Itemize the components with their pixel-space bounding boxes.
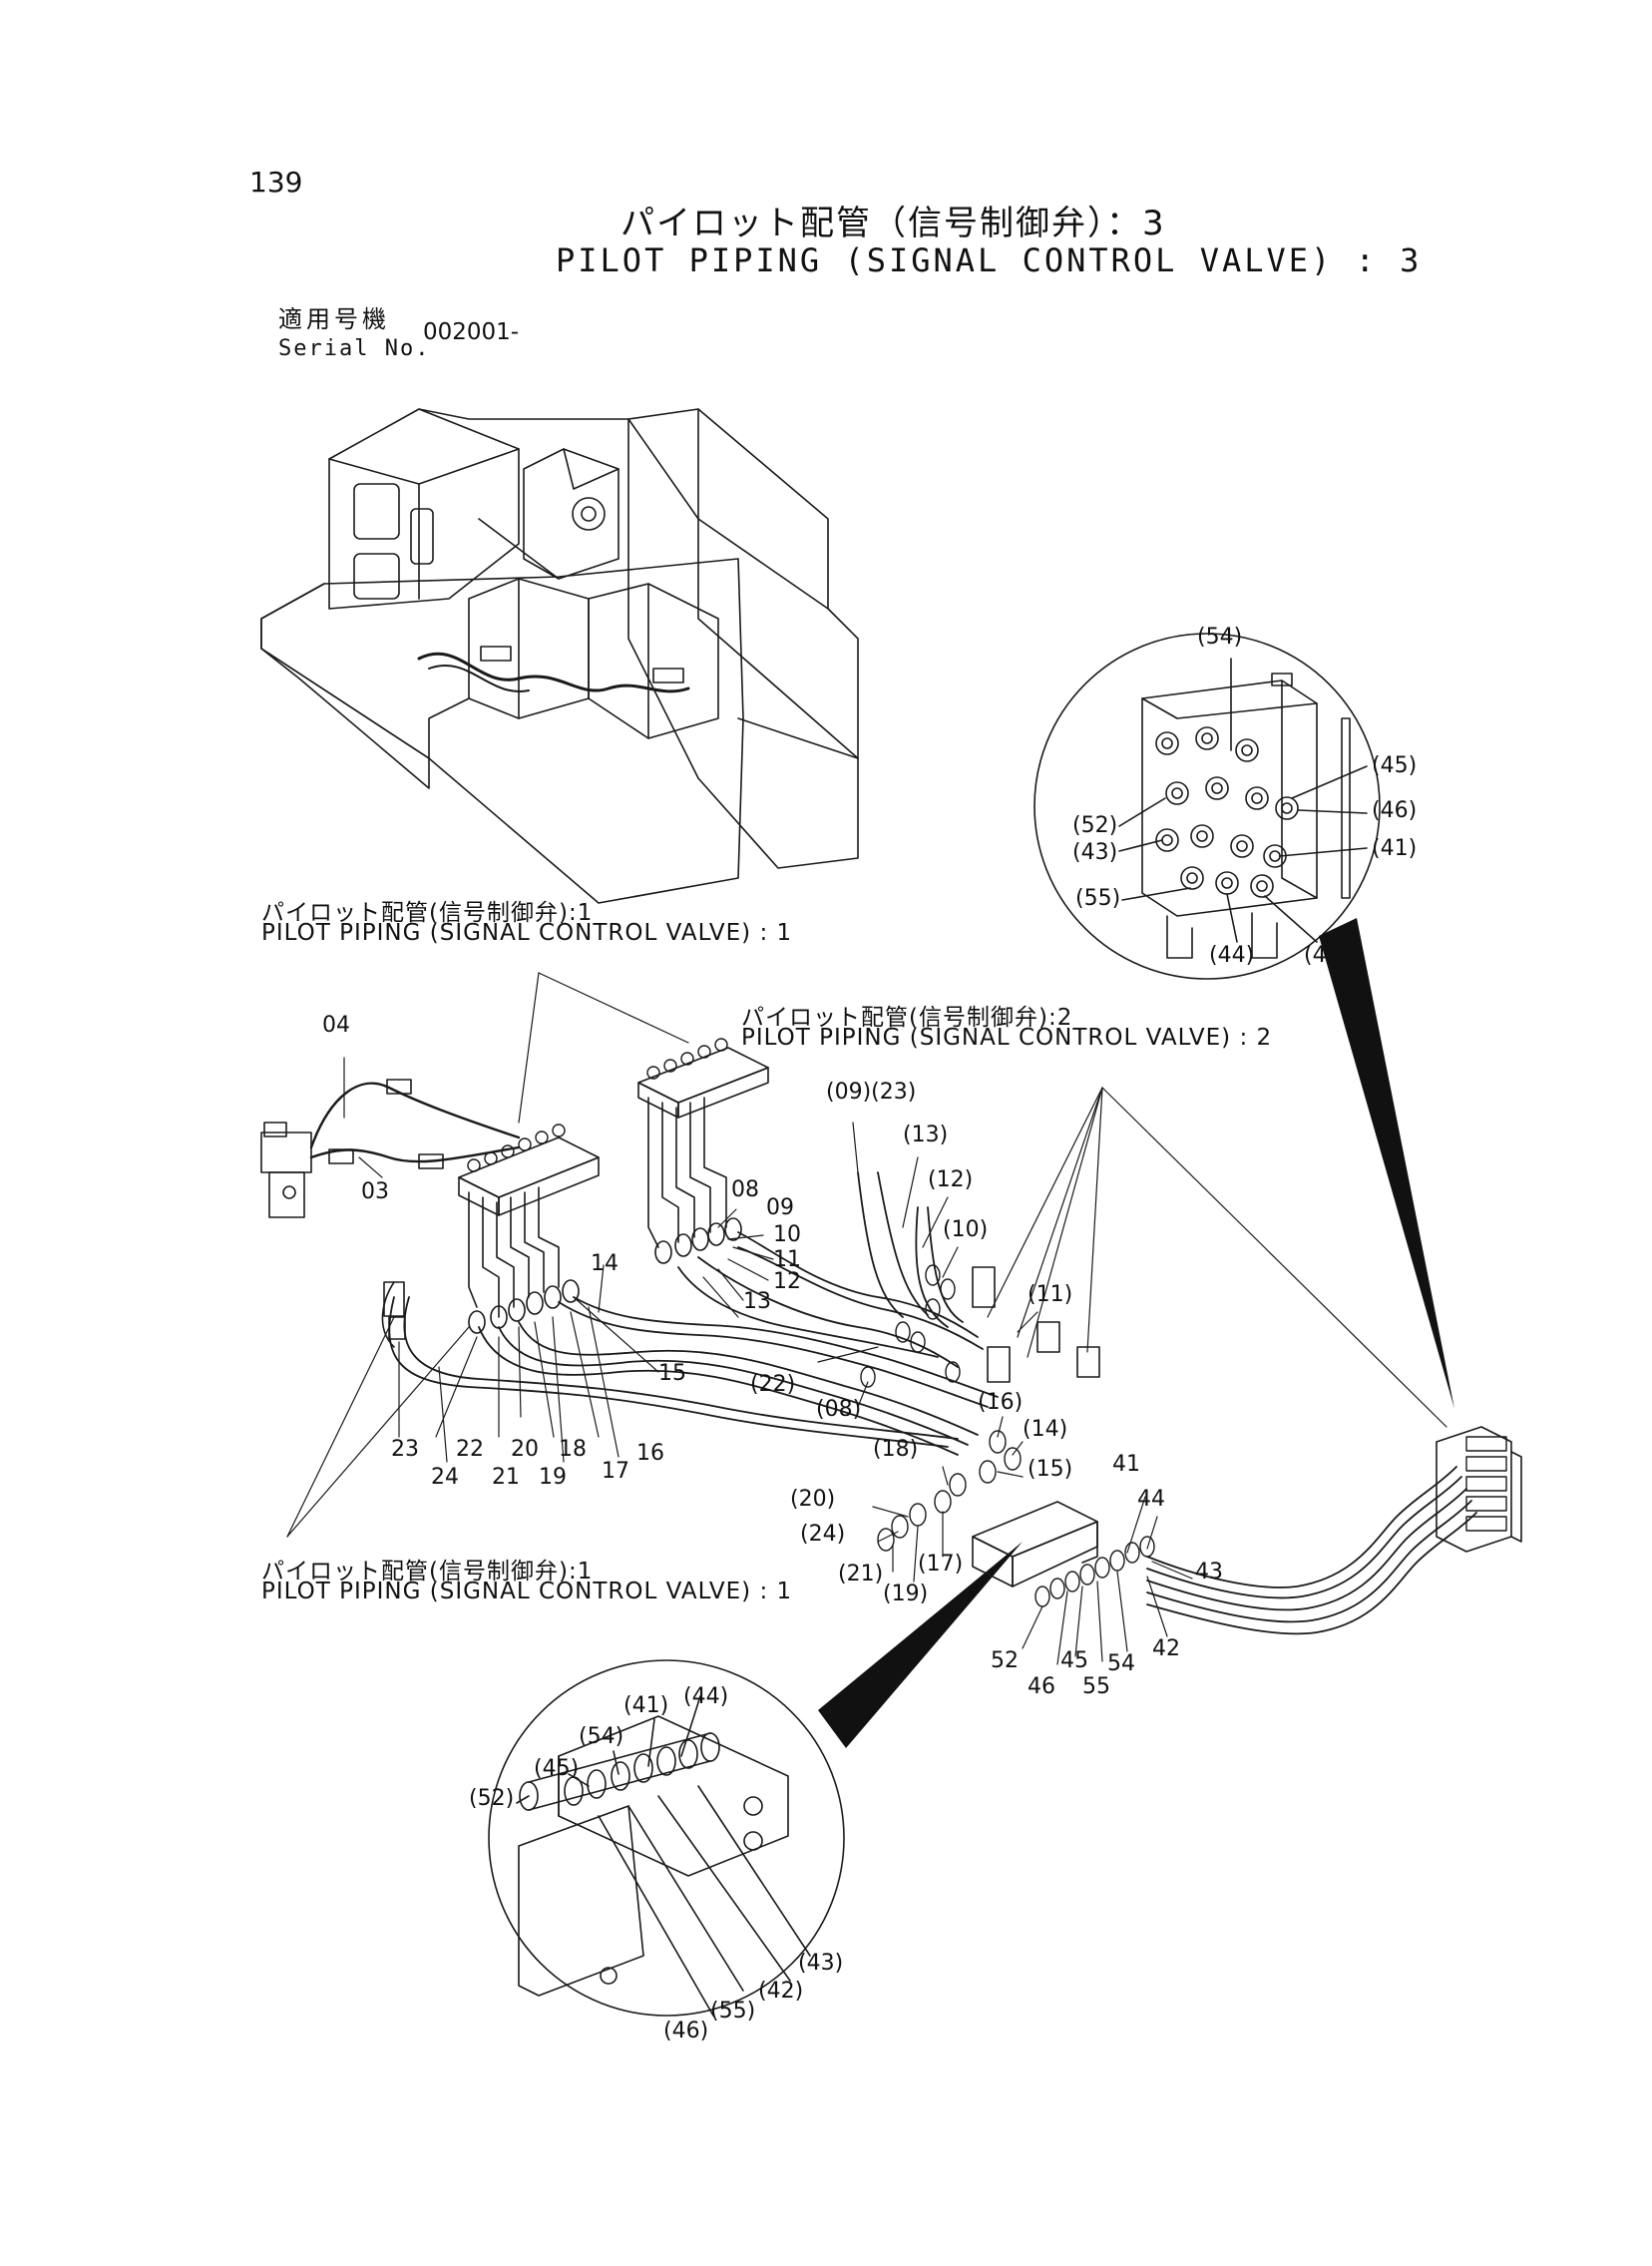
part-label: 13 xyxy=(743,1289,771,1314)
part-label: (20) xyxy=(790,1487,836,1512)
part-label: 03 xyxy=(361,1179,389,1204)
part-label: (09)(23) xyxy=(826,1080,917,1105)
part-label: (24) xyxy=(800,1522,846,1547)
detail-top-label: (55) xyxy=(1075,886,1121,911)
detail-top-label: (44) xyxy=(1209,943,1255,968)
detail-top-label: (42) xyxy=(1304,943,1350,968)
part-label: 14 xyxy=(591,1251,619,1276)
page-title-japanese: パイロット配管（信号制御弁）：3 xyxy=(620,204,1166,243)
part-label: (13) xyxy=(903,1123,949,1147)
part-label: (10) xyxy=(943,1217,989,1242)
detail-bottom-label: (43) xyxy=(798,1951,844,1976)
part-label: (14) xyxy=(1023,1417,1068,1442)
detail-bottom-label: (46) xyxy=(663,2019,709,2043)
detail-bottom-label: (44) xyxy=(683,1684,729,1709)
part-label: 43 xyxy=(1195,1560,1223,1585)
reference-1-english: PILOT PIPING (SIGNAL CONTROL VALVE) : 1 xyxy=(261,920,793,946)
part-label: 54 xyxy=(1107,1651,1135,1676)
detail-bottom-label: (55) xyxy=(710,1999,756,2024)
detail-top-label: (41) xyxy=(1372,836,1418,861)
detail-top-label: (46) xyxy=(1372,798,1418,823)
detail-bottom-label: (45) xyxy=(534,1756,580,1781)
serial-label-english: Serial No. xyxy=(278,336,431,361)
part-label: 42 xyxy=(1152,1636,1180,1661)
detail-top-label: (54) xyxy=(1197,625,1243,650)
part-label: (18) xyxy=(873,1437,919,1462)
part-label: 04 xyxy=(322,1013,350,1038)
part-label: 21 xyxy=(492,1465,520,1490)
part-label: 41 xyxy=(1112,1452,1140,1477)
part-label: 16 xyxy=(636,1441,664,1466)
part-label: 10 xyxy=(773,1222,801,1247)
part-label: 12 xyxy=(773,1269,801,1294)
page-title-english: PILOT PIPING (SIGNAL CONTROL VALVE) : 3 xyxy=(556,241,1423,279)
part-label: 46 xyxy=(1028,1674,1055,1699)
reference-3-japanese: パイロット配管(信号制御弁):1 xyxy=(261,1559,594,1585)
part-label: (21) xyxy=(838,1562,884,1586)
machine-overview-illustration xyxy=(261,409,858,903)
part-label: 09 xyxy=(766,1195,794,1220)
part-label: 55 xyxy=(1082,1674,1110,1699)
part-label: 11 xyxy=(773,1247,801,1272)
page-number: 139 xyxy=(249,166,303,199)
reference-1-japanese: パイロット配管(信号制御弁):1 xyxy=(261,900,594,926)
detail-bottom-label: (42) xyxy=(758,1979,804,2004)
part-label: (11) xyxy=(1028,1282,1073,1307)
part-label: 15 xyxy=(658,1361,686,1386)
detail-view-bottom xyxy=(489,1542,1023,2016)
part-label: 18 xyxy=(559,1437,587,1462)
detail-top-label: (45) xyxy=(1372,753,1418,778)
part-label: (16) xyxy=(978,1390,1024,1415)
part-label: (19) xyxy=(883,1582,929,1606)
part-label: 44 xyxy=(1137,1487,1165,1512)
part-label: 52 xyxy=(991,1648,1019,1673)
part-label: (08) xyxy=(816,1397,862,1422)
detail-bottom-label: (54) xyxy=(579,1724,624,1749)
serial-number-value: 002001- xyxy=(423,319,520,345)
reference-3-english: PILOT PIPING (SIGNAL CONTROL VALVE) : 1 xyxy=(261,1579,793,1604)
detail-top-label: (43) xyxy=(1072,840,1118,865)
detail-bottom-label: (52) xyxy=(469,1786,515,1811)
detail-view-top xyxy=(1034,634,1454,1409)
part-label: 20 xyxy=(511,1437,539,1462)
part-label: (17) xyxy=(918,1552,964,1577)
leader-lines xyxy=(287,973,1446,1664)
serial-label-japanese: 適用号機 xyxy=(278,305,390,333)
part-label: (22) xyxy=(750,1372,796,1397)
reference-2-english: PILOT PIPING (SIGNAL CONTROL VALVE) : 2 xyxy=(741,1025,1273,1051)
part-label: 19 xyxy=(539,1465,567,1490)
part-label: (12) xyxy=(928,1167,974,1192)
part-label: 08 xyxy=(731,1177,759,1202)
detail-top-label: (52) xyxy=(1072,813,1118,838)
part-label: 45 xyxy=(1060,1648,1088,1673)
pilot-piping-assembly xyxy=(261,1039,1521,1633)
part-label: 22 xyxy=(456,1437,484,1462)
part-label: 17 xyxy=(602,1459,629,1484)
part-label: 23 xyxy=(391,1437,419,1462)
part-label: 24 xyxy=(431,1465,459,1490)
reference-2-japanese: パイロット配管(信号制御弁):2 xyxy=(741,1005,1073,1031)
part-label: (15) xyxy=(1028,1457,1073,1482)
detail-bottom-label: (41) xyxy=(623,1693,669,1718)
